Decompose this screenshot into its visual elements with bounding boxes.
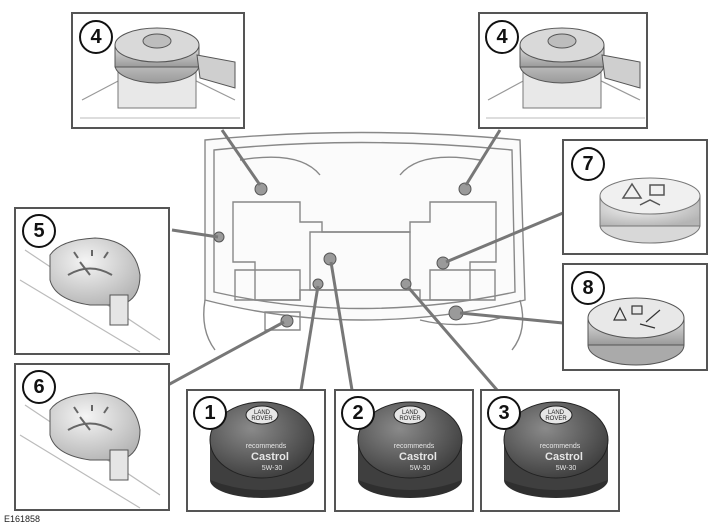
engine-bay-markers bbox=[213, 182, 472, 328]
oil-cap-1-grade: 5W-30 bbox=[262, 465, 283, 472]
brake-cap-right-illustration bbox=[486, 27, 645, 119]
panel-oil-cap-1 bbox=[186, 389, 326, 512]
panel-brake-reservoir-right bbox=[478, 12, 648, 129]
marker-brake-right bbox=[458, 182, 472, 196]
callout-badge-1: 1 bbox=[193, 396, 227, 430]
callout-badge-7: 7 bbox=[571, 147, 605, 181]
brake-cap-left-illustration bbox=[80, 27, 240, 119]
oil-cap-3-recommends: recommends bbox=[540, 443, 581, 450]
panel-brake-reservoir-left bbox=[71, 12, 245, 129]
oil-cap-1-castrol: Castrol bbox=[251, 451, 289, 463]
marker-brake-left bbox=[254, 182, 268, 196]
callout-badge-6: 6 bbox=[22, 370, 56, 404]
washer-symbol-6-icon bbox=[67, 405, 113, 431]
oil-cap-1-recommends: recommends bbox=[246, 443, 287, 450]
oil-cap-texts: LAND ROVER recommends Castrol 5W-30 LAND… bbox=[245, 405, 583, 472]
callout-badge-5: 5 bbox=[22, 214, 56, 248]
oil-cap-3-castrol: Castrol bbox=[545, 451, 583, 463]
leader-lines bbox=[165, 129, 564, 391]
engine-bay-outline bbox=[203, 131, 526, 351]
marker-coolant-7 bbox=[436, 256, 450, 270]
oil-cap-3-grade: 5W-30 bbox=[556, 465, 577, 472]
callout-badge-2: 2 bbox=[341, 396, 375, 430]
oil-cap-1-brand2: ROVER bbox=[251, 416, 273, 422]
callout-badge-4-left: 4 bbox=[79, 20, 113, 54]
figure-id: E161858 bbox=[4, 514, 41, 524]
oil-cap-3-brand1: LAND bbox=[548, 410, 565, 416]
callout-badge-3: 3 bbox=[487, 396, 521, 430]
oil-cap-1-brand1: LAND bbox=[254, 410, 271, 416]
coolant-warning-8-icon bbox=[613, 305, 661, 329]
oil-cap-3-brand2: ROVER bbox=[545, 416, 567, 422]
panel-oil-cap-3 bbox=[480, 389, 620, 512]
oil-cap-2-grade: 5W-30 bbox=[410, 465, 431, 472]
oil-cap-2-brand2: ROVER bbox=[399, 416, 421, 422]
callout-badge-4-right: 4 bbox=[485, 20, 519, 54]
marker-oil-3 bbox=[400, 278, 412, 290]
oil-cap-2-recommends: recommends bbox=[394, 443, 435, 450]
callout-badge-8: 8 bbox=[571, 271, 605, 305]
washer-symbol-5-icon bbox=[67, 250, 113, 276]
marker-washer-6 bbox=[280, 314, 294, 328]
oil-cap-2-brand1: LAND bbox=[402, 410, 419, 416]
oil-cap-2-castrol: Castrol bbox=[399, 451, 437, 463]
coolant-warning-7-icon bbox=[621, 182, 665, 206]
